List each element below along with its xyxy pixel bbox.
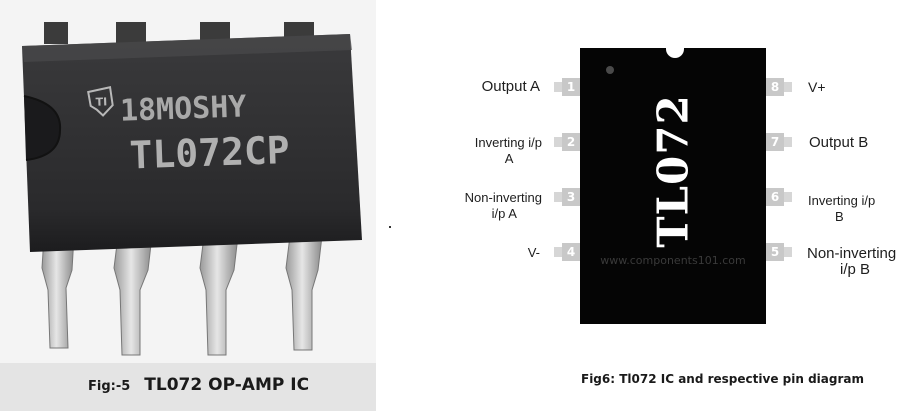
pin-number: 7 xyxy=(766,133,784,151)
svg-text:TI: TI xyxy=(95,95,107,108)
pin-label-line2: i/p B xyxy=(840,261,871,278)
pin-1-label: Output A xyxy=(482,79,540,95)
ic-photo: TI 18MOSHY TL072CP xyxy=(22,22,362,356)
pin-label-line1: Non-inverting xyxy=(807,245,897,262)
pin-number: 1 xyxy=(562,78,580,96)
pin-label-line2: i/p A xyxy=(491,206,517,221)
photo-caption-tag: Fig:-5 xyxy=(88,379,131,394)
caption-band xyxy=(0,363,376,411)
pin-stub xyxy=(554,82,562,92)
pin-6: 6 xyxy=(766,188,792,206)
pin-number: 5 xyxy=(766,243,784,261)
chip-marking-line2: TL072CP xyxy=(129,128,291,178)
top-pin-stub xyxy=(44,22,68,44)
ic-label-text: TL072 xyxy=(648,94,698,248)
pin-label-line2: B xyxy=(835,209,844,224)
pin-stub xyxy=(784,82,792,92)
ti-logo-icon: TI xyxy=(87,86,114,117)
pin-1: 1 xyxy=(554,78,580,96)
pin-label-line2: A xyxy=(504,151,514,166)
pin-stub xyxy=(784,137,792,147)
pin-label-line1: Inverting i/p xyxy=(808,193,876,208)
pin-number: 4 xyxy=(562,243,580,261)
pin-2: 2 xyxy=(554,133,580,151)
pin-3-label: Non-inverting i/p A xyxy=(465,190,542,222)
pin-stub xyxy=(784,192,792,202)
pin-7: 7 xyxy=(766,133,792,151)
ic-body xyxy=(580,48,766,324)
chip-marking-line1: 18MOSHY xyxy=(119,89,247,128)
ic-photo-panel: TI 18MOSHY TL072CP xyxy=(0,0,376,411)
pin-label-line1: Non-inverting xyxy=(464,190,542,205)
pin-number: 6 xyxy=(766,188,784,206)
pin1-marker-dot xyxy=(606,66,614,74)
pin-label-line1: Inverting i/p xyxy=(474,135,542,150)
top-pin-stub xyxy=(116,22,146,44)
pin-2-label: Inverting i/p A xyxy=(475,135,542,167)
photo-caption: Fig:-5 TL072 OP-AMP IC xyxy=(88,375,309,395)
pin-diagram: TL072 www.components101.com 1 2 3 4 8 7 … xyxy=(440,40,908,340)
pin-stub xyxy=(554,192,562,202)
pin-6-label: Inverting i/p B xyxy=(808,193,875,225)
pin-5-label: Non-inverting i/p B xyxy=(807,246,896,278)
pin-4-label: V- xyxy=(528,245,540,261)
pin-3: 3 xyxy=(554,188,580,206)
pin-number: 3 xyxy=(562,188,580,206)
pin-8-label: V+ xyxy=(808,79,826,95)
pin-number: 8 xyxy=(766,78,784,96)
ic-notch xyxy=(666,48,684,58)
ic-notch xyxy=(23,95,62,161)
stray-dot xyxy=(389,226,391,228)
watermark: www.components101.com xyxy=(600,254,746,267)
photo-caption-title: TL072 OP-AMP IC xyxy=(144,375,310,395)
pin-label-line1: V- xyxy=(527,245,540,260)
pin-label-line1: V+ xyxy=(808,79,826,95)
pin-stub xyxy=(784,247,792,257)
top-pin-stub xyxy=(200,22,230,44)
pin-label-line1: Output A xyxy=(481,78,540,95)
pin-label-line1: Output B xyxy=(809,134,869,151)
pin-8: 8 xyxy=(766,78,792,96)
pin-stub xyxy=(554,137,562,147)
pin-number: 2 xyxy=(562,133,580,151)
pin-4: 4 xyxy=(554,243,580,261)
pin-5: 5 xyxy=(766,243,792,261)
ic-legs xyxy=(41,235,323,356)
pin-7-label: Output B xyxy=(809,135,868,151)
pin-stub xyxy=(554,247,562,257)
diagram-caption: Fig6: Tl072 IC and respective pin diagra… xyxy=(581,372,864,386)
